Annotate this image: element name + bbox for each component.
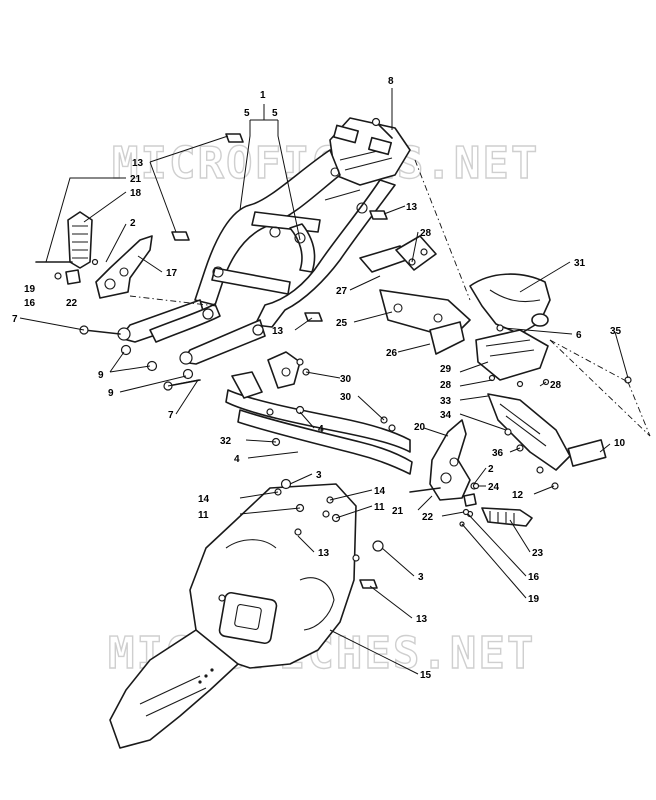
callout-13: 13 <box>416 614 428 625</box>
callout-4: 4 <box>234 454 240 465</box>
callout-15: 15 <box>420 670 432 681</box>
clip-nut <box>359 579 378 589</box>
callout-13: 13 <box>318 548 330 559</box>
callout-29: 29 <box>440 364 452 375</box>
left-footrest-assembly <box>35 211 153 299</box>
left-footrest-bracket <box>95 235 153 299</box>
callout-4: 4 <box>318 424 324 435</box>
callout-1: 1 <box>260 90 266 101</box>
right-pivot-pin <box>409 487 441 493</box>
leader-lines <box>19 88 629 675</box>
right-spacer <box>463 493 477 507</box>
left-washer <box>54 272 62 280</box>
clip-nut <box>369 210 388 220</box>
callout-12: 12 <box>512 490 524 501</box>
clip-nut <box>304 312 323 322</box>
bolts-30 <box>296 358 396 432</box>
callout-17: 17 <box>166 268 178 279</box>
callout-3: 3 <box>418 572 424 583</box>
callout-13: 13 <box>132 158 144 169</box>
callout-28: 28 <box>420 228 432 239</box>
callout-13: 13 <box>406 202 418 213</box>
callout-25: 25 <box>336 318 348 329</box>
callout-32: 32 <box>220 436 232 447</box>
left-footpeg <box>67 211 93 269</box>
callout-16: 16 <box>528 572 540 583</box>
callout-27: 27 <box>336 286 348 297</box>
callout-28: 28 <box>550 380 562 391</box>
clip-nut <box>225 133 244 143</box>
right-small-parts <box>459 482 480 527</box>
callout-2: 2 <box>488 464 494 475</box>
callout-21: 21 <box>392 506 404 517</box>
callout-24: 24 <box>488 482 500 493</box>
callout-30: 30 <box>340 392 352 403</box>
callout-36: 36 <box>492 448 504 459</box>
callout-13: 13 <box>272 326 284 337</box>
callout-26: 26 <box>386 348 398 359</box>
callout-7: 7 <box>168 410 174 421</box>
callout-5: 5 <box>244 108 250 119</box>
right-footpeg <box>481 507 533 527</box>
callout-6: 6 <box>576 330 582 341</box>
callout-14: 14 <box>198 494 210 505</box>
bolt-8 <box>371 117 393 139</box>
clip-nut <box>171 231 190 241</box>
callout-20: 20 <box>414 422 426 433</box>
callout-22: 22 <box>66 298 78 309</box>
right-footrest-assembly <box>409 419 533 527</box>
rear-subframe <box>117 117 411 365</box>
rear-tube-frame <box>225 351 413 475</box>
callout-16: 16 <box>24 298 36 309</box>
callout-14: 14 <box>374 486 386 497</box>
callout-31: 31 <box>574 258 586 269</box>
callout-34: 34 <box>440 410 452 421</box>
callout-18: 18 <box>130 188 142 199</box>
callout-19: 19 <box>24 284 36 295</box>
callout-21: 21 <box>130 174 142 185</box>
callout-11: 11 <box>198 510 209 521</box>
callout-5: 5 <box>272 108 278 119</box>
callout-3: 3 <box>316 470 322 481</box>
left-spacer <box>65 269 81 285</box>
callout-35: 35 <box>610 326 622 337</box>
part-31 <box>469 273 551 335</box>
callout-9: 9 <box>108 388 114 399</box>
callout-30: 30 <box>340 374 352 385</box>
callout-2: 2 <box>130 218 136 229</box>
callout-7: 7 <box>12 314 18 325</box>
callout-22: 22 <box>422 512 434 523</box>
callout-28: 28 <box>440 380 452 391</box>
undertray <box>109 483 360 749</box>
assembly-lines <box>129 159 651 437</box>
callout-10: 10 <box>614 438 626 449</box>
grab-brackets <box>359 235 471 355</box>
callout-33: 33 <box>440 396 452 407</box>
callout-8: 8 <box>388 76 394 87</box>
callout-23: 23 <box>532 548 544 559</box>
license-plate-holder <box>475 324 632 490</box>
callout-labels: 1 5 5 8 13 21 18 2 17 19 16 22 13 28 31 … <box>12 76 626 681</box>
callout-9: 9 <box>98 370 104 381</box>
callout-19: 19 <box>528 594 540 605</box>
callout-11: 11 <box>374 502 385 513</box>
